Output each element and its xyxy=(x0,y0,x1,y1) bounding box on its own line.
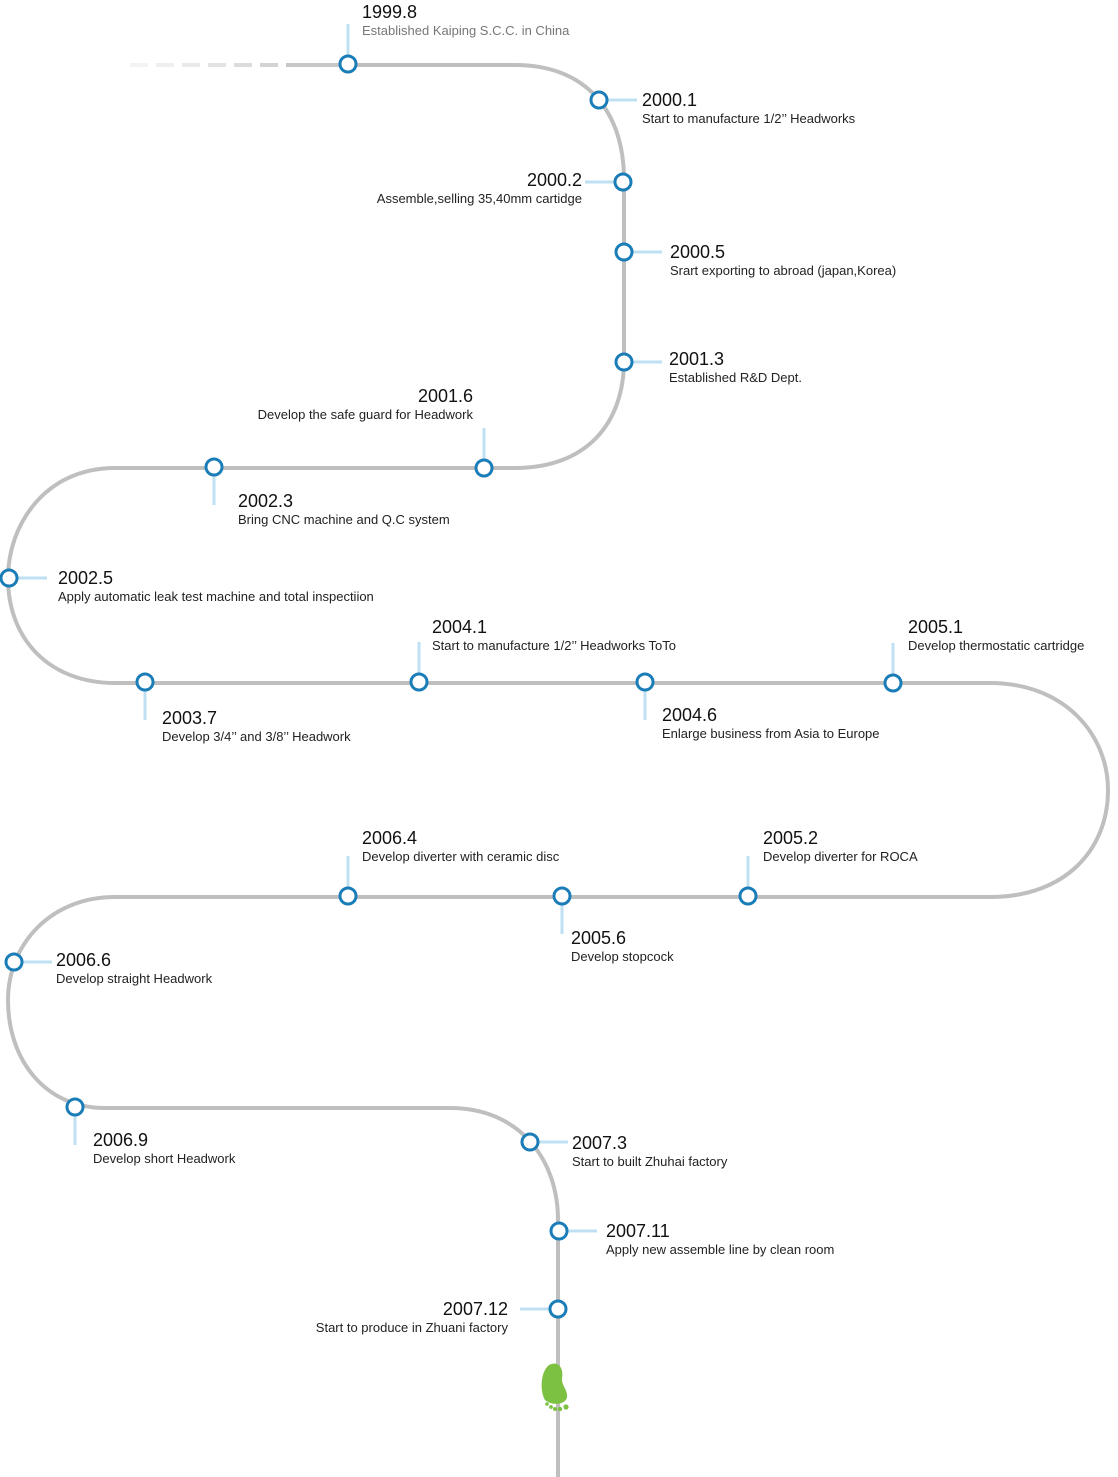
event-desc: Established R&D Dept. xyxy=(669,370,802,385)
event-desc: Develop thermostatic cartridge xyxy=(908,638,1085,653)
timeline-node-2000-2 xyxy=(613,172,633,192)
event-2000-5: 2000.5 Srart exporting to abroad (japan,… xyxy=(670,242,896,280)
event-year: 2000.1 xyxy=(642,90,698,110)
timeline-node-2005-6 xyxy=(552,886,572,906)
timeline-node-2006-4 xyxy=(338,886,358,906)
event-desc: Develop short Headwork xyxy=(93,1151,236,1166)
timeline-node-2002-5 xyxy=(0,568,19,588)
event-desc: Established Kaiping S.C.C. in China xyxy=(362,23,570,38)
event-desc: Assemble,selling 35,40mm cartidge xyxy=(376,191,582,206)
event-2001-3: 2001.3 Established R&D Dept. xyxy=(669,349,802,387)
event-2006-9: 2006.9 Develop short Headwork xyxy=(93,1130,235,1168)
event-year: 2000.2 xyxy=(526,170,582,190)
event-2007-12: 2007.12 Start to produce in Zhuani facto… xyxy=(316,1299,508,1337)
event-year: 2002.5 xyxy=(58,568,114,588)
event-year: 2007.11 xyxy=(606,1221,670,1241)
event-2005-6: 2005.6 Develop stopcock xyxy=(571,928,674,966)
timeline-node-2003-7 xyxy=(135,672,155,692)
event-desc: Start to manufacture 1/2’’ Headworks ToT… xyxy=(432,638,676,653)
event-year: 2007.12 xyxy=(442,1299,508,1319)
timeline-node-2000-1 xyxy=(589,90,609,110)
event-desc: Srart exporting to abroad (japan,Korea) xyxy=(670,263,897,278)
event-2007-11: 2007.11 Apply new assemble line by clean… xyxy=(606,1221,834,1259)
event-year: 2000.5 xyxy=(670,242,726,262)
event-2000-2: 2000.2 Assemble,selling 35,40mm cartidge xyxy=(377,170,582,208)
event-2004-6: 2004.6 Enlarge business from Asia to Eur… xyxy=(662,705,880,743)
event-desc: Apply automatic leak test machine and to… xyxy=(58,589,374,604)
event-2005-1: 2005.1 Develop thermostatic cartridge xyxy=(908,617,1084,655)
event-2002-5: 2002.5 Apply automatic leak test machine… xyxy=(58,568,374,606)
event-year: 2006.6 xyxy=(56,950,112,970)
timeline-node-2007-12 xyxy=(548,1299,568,1319)
event-2003-7: 2003.7 Develop 3/4’’ and 3/8’’ Headwork xyxy=(162,708,351,746)
event-year: 2003.7 xyxy=(162,708,218,728)
event-2007-3: 2007.3 Start to built Zhuhai factory xyxy=(572,1133,727,1171)
event-2002-3: 2002.3 Bring CNC machine and Q.C system xyxy=(238,491,450,529)
timeline-node-2004-1 xyxy=(409,672,429,692)
event-2000-1: 2000.1 Start to manufacture 1/2’’ Headwo… xyxy=(642,90,855,128)
event-year: 2001.6 xyxy=(417,386,473,406)
timeline-nodes xyxy=(0,54,903,1319)
event-year: 2007.3 xyxy=(572,1133,628,1153)
event-desc: Enlarge business from Asia to Europe xyxy=(662,726,880,741)
timeline-node-2001-3 xyxy=(614,352,634,372)
timeline-path xyxy=(5,63,1111,1477)
event-year: 2004.1 xyxy=(432,617,488,637)
event-2006-6: 2006.6 Develop straight Headwork xyxy=(56,950,212,988)
event-desc: Develop the safe guard for Headwork xyxy=(257,407,473,422)
timeline-node-2006-9 xyxy=(65,1097,85,1117)
event-year: 2005.2 xyxy=(763,828,819,848)
event-desc: Start to built Zhuhai factory xyxy=(572,1154,728,1169)
event-desc: Develop stopcock xyxy=(571,949,674,964)
event-year: 2006.9 xyxy=(93,1130,149,1150)
event-year: 2002.3 xyxy=(238,491,294,511)
timeline-node-2007-11 xyxy=(549,1221,569,1241)
event-2001-6: 2001.6 Develop the safe guard for Headwo… xyxy=(258,386,473,424)
event-year: 1999.8 xyxy=(362,2,418,22)
timeline-node-2007-3 xyxy=(520,1132,540,1152)
event-desc: Bring CNC machine and Q.C system xyxy=(238,512,450,527)
timeline-node-2000-5 xyxy=(614,242,634,262)
event-desc: Start to produce in Zhuani factory xyxy=(315,1320,508,1335)
event-desc: Develop straight Headwork xyxy=(56,971,213,986)
event-1999-8: 1999.8 Established Kaiping S.C.C. in Chi… xyxy=(362,2,569,40)
event-year: 2004.6 xyxy=(662,705,718,725)
event-desc: Apply new assemble line by clean room xyxy=(606,1242,835,1257)
connector-ticks xyxy=(9,24,895,1311)
event-2004-1: 2004.1 Start to manufacture 1/2’’ Headwo… xyxy=(432,617,676,655)
footprint-icon xyxy=(541,1363,569,1412)
event-2006-4: 2006.4 Develop diverter with ceramic dis… xyxy=(362,828,559,866)
event-desc: Develop diverter with ceramic disc xyxy=(362,849,560,864)
event-desc: Start to manufacture 1/2’’ Headworks xyxy=(642,111,856,126)
event-year: 2005.6 xyxy=(571,928,627,948)
event-year: 2005.1 xyxy=(908,617,964,637)
timeline-node-2002-3 xyxy=(204,457,224,477)
timeline-node-1999-8 xyxy=(338,54,358,74)
timeline-node-2005-2 xyxy=(738,886,758,906)
event-2005-2: 2005.2 Develop diverter for ROCA xyxy=(763,828,918,866)
timeline-node-2001-6 xyxy=(474,458,494,478)
timeline-node-2005-1 xyxy=(883,673,903,693)
timeline-node-2006-6 xyxy=(4,952,24,972)
timeline-node-2004-6 xyxy=(635,672,655,692)
event-year: 2001.3 xyxy=(669,349,725,369)
event-desc: Develop 3/4’’ and 3/8’’ Headwork xyxy=(162,729,351,744)
event-desc: Develop diverter for ROCA xyxy=(763,849,918,864)
event-year: 2006.4 xyxy=(362,828,418,848)
